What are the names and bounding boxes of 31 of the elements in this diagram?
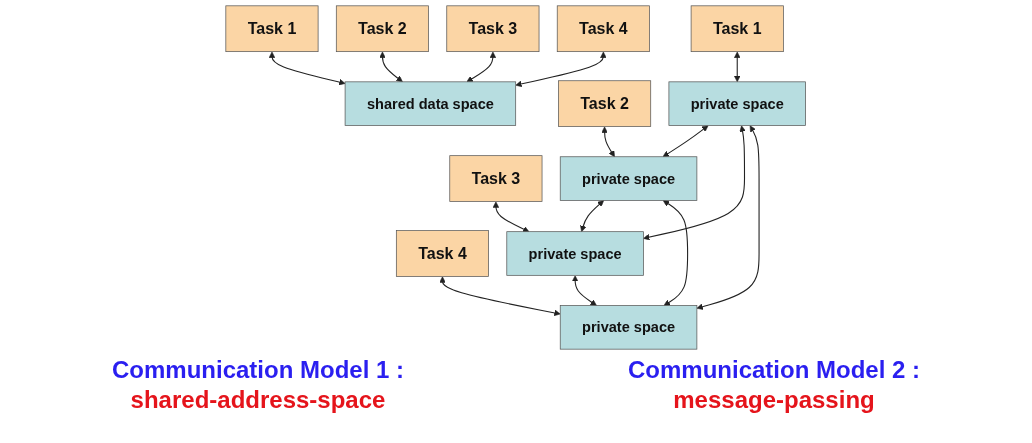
- node-box: Task 1: [691, 5, 785, 52]
- arrow: [269, 51, 346, 86]
- model-heading: Communication Model 2 :: [628, 355, 920, 385]
- arrow: [379, 51, 404, 83]
- arrow: [466, 51, 497, 83]
- node-box: shared data space: [345, 81, 517, 126]
- arrow: [696, 125, 760, 310]
- arrow: [439, 276, 561, 316]
- arrow: [515, 51, 607, 88]
- arrow: [734, 51, 741, 83]
- model-heading: Communication Model 1 :: [112, 355, 404, 385]
- node-box: Task 2: [336, 5, 430, 52]
- node-box: Task 4: [396, 230, 490, 277]
- node-box: Task 4: [557, 5, 651, 52]
- arrow: [580, 200, 605, 232]
- arrow: [493, 201, 530, 233]
- node-box: private space: [668, 81, 807, 126]
- node-box: Task 2: [558, 80, 652, 127]
- model-name: message-passing: [673, 385, 875, 415]
- arrow: [643, 125, 747, 241]
- node-box: Task 1: [225, 5, 319, 52]
- node-box: Task 3: [449, 155, 543, 202]
- node-box: Task 3: [446, 5, 540, 52]
- arrow: [663, 200, 689, 306]
- arrow: [572, 275, 598, 306]
- model-name: shared-address-space: [130, 385, 386, 415]
- node-box: private space: [506, 231, 645, 276]
- arrow: [601, 126, 616, 158]
- node-box: private space: [560, 305, 698, 350]
- node-box: private space: [560, 156, 698, 201]
- arrow: [662, 125, 709, 158]
